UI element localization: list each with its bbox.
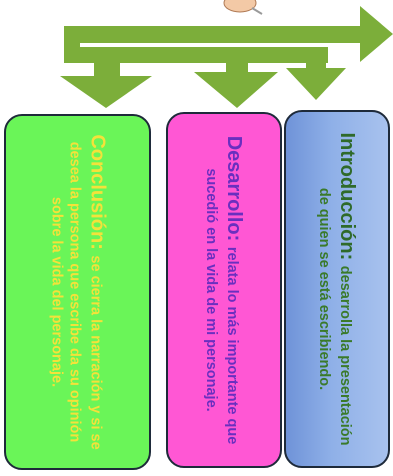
flow-arrow-icon <box>64 6 393 80</box>
conclusion-box: Conclusión: se cierra la narración y si … <box>4 114 151 470</box>
down-arrow-icon <box>194 72 278 108</box>
pointer-hand-icon <box>223 0 263 15</box>
desarrollo-text: Desarrollo: relata lo más importante que… <box>202 125 246 455</box>
introduccion-box: Introducción: desarrolla la presentación… <box>284 110 390 468</box>
conclusion-heading: Conclusión: <box>85 134 108 256</box>
down-arrow-icon <box>286 68 346 100</box>
introduccion-heading: Introducción: <box>336 132 359 266</box>
conclusion-text: Conclusión: se cierra la narración y si … <box>46 127 109 457</box>
desarrollo-heading: Desarrollo: <box>223 135 246 247</box>
desarrollo-box: Desarrollo: relata lo más importante que… <box>166 112 282 468</box>
down-arrow-icon <box>60 76 152 108</box>
introduccion-text: Introducción: desarrolla la presentación… <box>315 124 359 454</box>
